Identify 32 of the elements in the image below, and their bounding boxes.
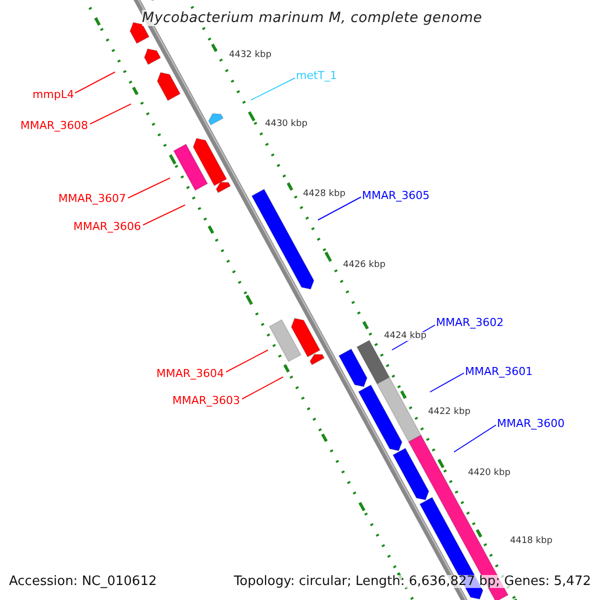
leader-line — [318, 196, 362, 220]
scale-label: 4426 kbp — [343, 261, 386, 270]
leader-line — [128, 178, 170, 198]
gene-label: MMAR_3607 — [58, 193, 126, 204]
scale-label: 4418 kbp — [510, 537, 552, 546]
title: Mycobacterium marinum M, complete genome — [142, 10, 482, 26]
gene-label: MMAR_3606 — [73, 221, 141, 232]
gene-label: MMAR_3603 — [172, 395, 240, 406]
scale-label: 4428 kbp — [303, 190, 346, 199]
leader-line — [250, 78, 296, 100]
gene-label: MMAR_3605 — [362, 190, 430, 201]
gene-label: MMAR_3608 — [20, 120, 88, 131]
genome-info-text: Topology: circular; Length: 6,636,827 bp; Genes: 5,472 — [234, 575, 591, 588]
gene-label: MMAR_3602 — [436, 317, 504, 328]
scale-label: 4424 kbp — [384, 332, 426, 341]
leader-line — [74, 72, 116, 94]
gene-label: metT_1 — [296, 70, 338, 81]
leader-line — [142, 204, 186, 226]
scale-label: 4420 kbp — [468, 469, 510, 478]
scale-label: 4422 kbp — [428, 408, 470, 417]
scale-label: 4430 kbp — [265, 120, 308, 129]
accession-text: Accession: NC_010612 — [9, 575, 157, 588]
leader-line — [226, 350, 268, 372]
leader-line — [90, 104, 132, 124]
leader-line — [454, 424, 496, 452]
gene-label: mmpL4 — [32, 89, 74, 100]
gene-label: MMAR_3600 — [497, 418, 565, 429]
leader-line — [430, 372, 464, 392]
gene-label: MMAR_3601 — [465, 366, 533, 377]
scale-label: 4432 kbp — [229, 51, 272, 60]
leader-line — [242, 376, 284, 400]
gene-label: MMAR_3604 — [156, 368, 224, 379]
